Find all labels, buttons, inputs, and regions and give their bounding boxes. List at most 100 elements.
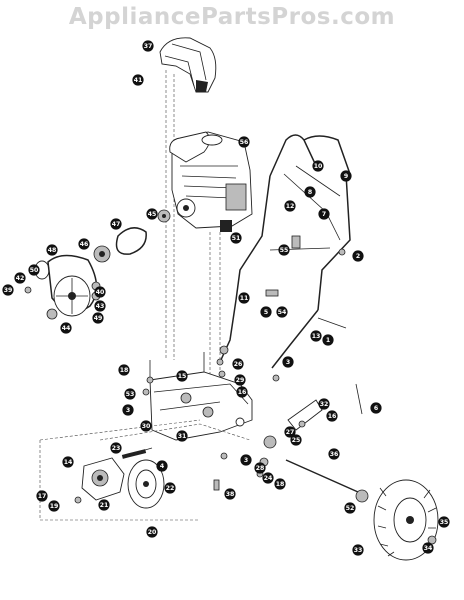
callout-43: 43 <box>94 300 106 312</box>
callout-33: 33 <box>352 544 364 556</box>
callout-48: 48 <box>46 244 58 256</box>
callout-label: 5 <box>264 309 268 316</box>
callout-marker <box>344 502 356 514</box>
callout-marker <box>232 358 244 370</box>
callout-marker <box>98 499 110 511</box>
callout-46: 46 <box>78 238 90 250</box>
callout-marker <box>304 186 316 198</box>
callout-12: 12 <box>284 200 296 212</box>
callout-label: 43 <box>96 303 105 310</box>
callout-marker <box>240 454 252 466</box>
callout-2: 2 <box>352 250 364 262</box>
callout-marker <box>78 238 90 250</box>
callout-label: 32 <box>320 401 329 408</box>
callout-36: 36 <box>328 448 340 460</box>
callout-marker <box>94 286 106 298</box>
callout-marker <box>262 472 274 484</box>
callout-label: 29 <box>236 377 245 384</box>
callout-54: 54 <box>276 306 288 318</box>
callout-marker <box>318 398 330 410</box>
callout-28: 28 <box>254 462 266 474</box>
callout-25: 25 <box>290 434 302 446</box>
callout-marker <box>352 544 364 556</box>
callout-marker <box>164 482 176 494</box>
callout-label: 16 <box>328 413 337 420</box>
discharge-chute <box>159 37 217 360</box>
callout-marker <box>234 374 246 386</box>
callout-label: 33 <box>354 547 363 554</box>
callout-24: 24 <box>262 472 274 484</box>
callout-16: 16 <box>236 386 248 398</box>
callout-35: 35 <box>438 516 450 528</box>
callout-53: 53 <box>124 388 136 400</box>
callout-marker <box>122 404 134 416</box>
callout-label: 24 <box>264 475 273 482</box>
callout-label: 54 <box>278 309 287 316</box>
callout-marker <box>284 426 296 438</box>
callout-label: 19 <box>50 503 59 510</box>
callout-label: 36 <box>330 451 339 458</box>
callout-marker <box>142 40 154 52</box>
hardware-pieces <box>74 248 346 504</box>
callout-label: 39 <box>4 287 13 294</box>
callout-29: 29 <box>234 374 246 386</box>
callout-marker <box>274 478 286 490</box>
callout-56: 56 <box>238 136 250 148</box>
callout-label: 21 <box>100 502 109 509</box>
callout-marker <box>14 272 26 284</box>
callout-marker <box>322 334 334 346</box>
callout-44: 44 <box>60 322 72 334</box>
callout-marker <box>28 264 40 276</box>
callout-49: 49 <box>92 312 104 324</box>
callout-label: 20 <box>148 529 157 536</box>
callout-label: 34 <box>424 545 433 552</box>
callout-label: 37 <box>144 43 153 50</box>
callout-marker <box>238 136 250 148</box>
callout-13: 13 <box>310 330 322 342</box>
callout-label: 26 <box>234 361 243 368</box>
callout-3: 3 <box>122 404 134 416</box>
callout-label: 18 <box>276 481 285 488</box>
callout-17: 17 <box>36 490 48 502</box>
callout-label: 35 <box>440 519 449 526</box>
callout-9: 9 <box>340 170 352 182</box>
callout-label: 25 <box>292 437 301 444</box>
callout-label: 31 <box>178 433 187 440</box>
callout-label: 52 <box>346 505 355 512</box>
callout-34: 34 <box>422 542 434 554</box>
callout-marker <box>438 516 450 528</box>
callout-label: 48 <box>48 247 57 254</box>
callout-label: 46 <box>80 241 89 248</box>
callout-18: 18 <box>118 364 130 376</box>
callout-marker <box>132 74 144 86</box>
callout-label: 18 <box>120 367 129 374</box>
callout-label: 12 <box>286 203 295 210</box>
callout-marker <box>2 284 14 296</box>
callout-label: 3 <box>126 407 130 414</box>
callout-31: 31 <box>176 430 188 442</box>
callout-marker <box>110 442 122 454</box>
callout-marker <box>124 388 136 400</box>
callout-16: 16 <box>326 410 338 422</box>
callout-label: 2 <box>356 253 360 260</box>
callout-marker <box>238 292 250 304</box>
callout-marker <box>310 330 322 342</box>
callout-label: 42 <box>16 275 25 282</box>
callout-6: 6 <box>370 402 382 414</box>
callout-marker <box>312 160 324 172</box>
callout-label: 38 <box>226 491 235 498</box>
callout-51: 51 <box>230 232 242 244</box>
callout-marker <box>318 208 330 220</box>
callout-marker <box>94 300 106 312</box>
callout-marker <box>146 208 158 220</box>
callout-label: 53 <box>126 391 135 398</box>
callout-11: 11 <box>238 292 250 304</box>
callout-marker <box>370 402 382 414</box>
callout-47: 47 <box>110 218 122 230</box>
callout-22: 22 <box>164 482 176 494</box>
callout-label: 9 <box>344 173 348 180</box>
callout-marker <box>110 218 122 230</box>
callout-label: 10 <box>314 163 323 170</box>
callout-marker <box>224 488 236 500</box>
